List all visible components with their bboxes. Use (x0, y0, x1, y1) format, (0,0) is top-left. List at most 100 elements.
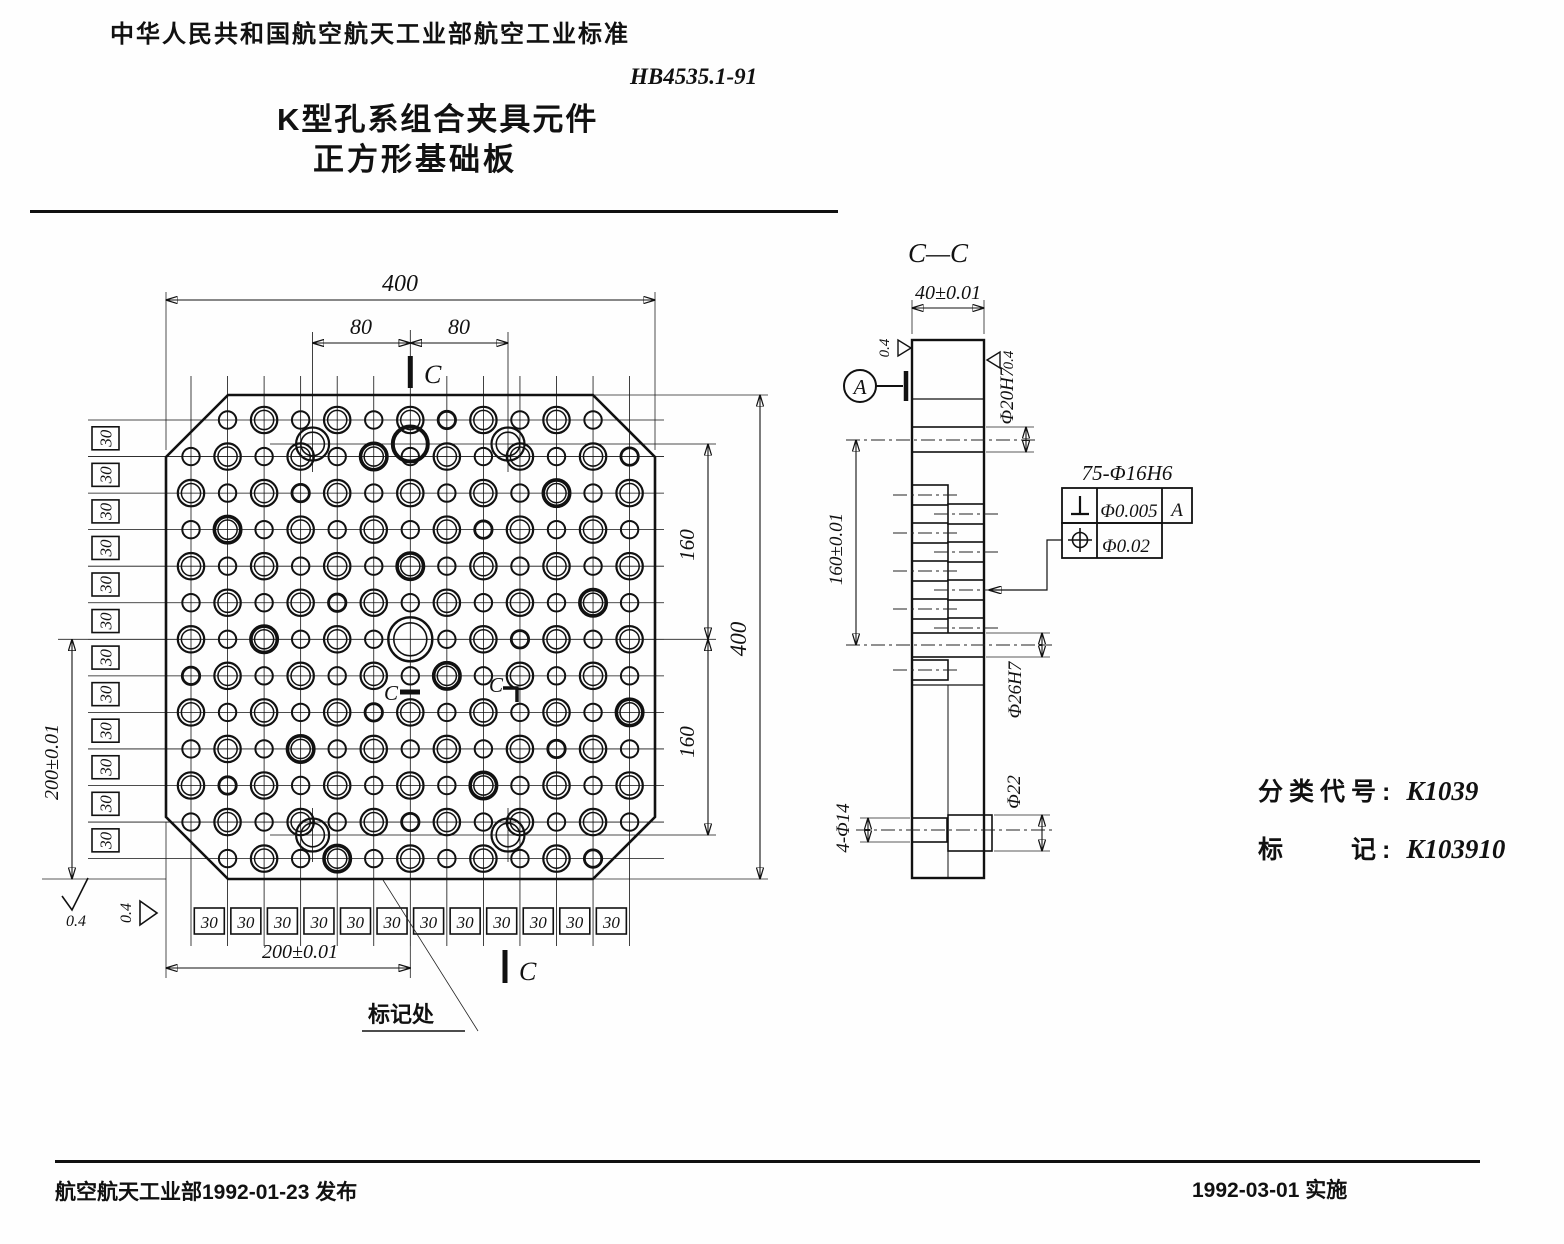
pitch-label-left: 30 (97, 795, 116, 814)
pitch-box-bottom (522, 907, 555, 935)
document-number: HB4535.1-91 (630, 64, 758, 89)
pitch-label-left: 30 (97, 649, 116, 668)
pitch-label-left: 30 (97, 502, 116, 521)
pitch-box-left (91, 499, 120, 524)
roughness-left: 0.4 (877, 338, 893, 357)
standard-header: 中华人民共和国航空航天工业部航空工业标准 (110, 21, 630, 48)
marking-note: 标记处 (368, 1002, 434, 1027)
pitch-label-left: 30 (97, 539, 116, 558)
pitch-box-left (91, 828, 120, 853)
pitch-box-bottom (412, 907, 445, 935)
dim-160-upper: 160 (675, 529, 699, 561)
pitch-label-bottom: 30 (309, 913, 328, 932)
roughness-symbol-right (985, 350, 1001, 370)
roughness-symbol-left (897, 338, 913, 358)
marking-label: 标 记: (1258, 836, 1397, 864)
roughness-value-2: 0.4 (118, 903, 135, 923)
pitch-label-bottom: 30 (419, 913, 438, 932)
pitch-label-bottom: 30 (602, 913, 621, 932)
section-letter-bottom: C (519, 957, 537, 986)
roughness-value-1: 0.4 (66, 913, 86, 930)
dim-phi20: Φ20H7 (997, 366, 1018, 424)
title-rule (30, 210, 838, 213)
pitch-label-left: 30 (97, 576, 116, 595)
pitch-box-left (91, 535, 120, 561)
pitch-box-left (91, 754, 120, 780)
classification-block: 分类代号:K1039 标 记:K103910 (1258, 772, 1505, 888)
pitch-label-bottom: 30 (565, 913, 584, 932)
pitch-label-bottom: 30 (529, 913, 548, 932)
pitch-label-bottom: 30 (200, 913, 219, 932)
hole-slot-phi20 (911, 426, 985, 453)
roughness-symbol-2 (139, 899, 159, 927)
dim-200-left: 200±0.01 (41, 724, 63, 800)
drawing-title-line1: K型孔系组合夹具元件 (277, 102, 599, 137)
pitch-label-bottom: 30 (346, 913, 365, 932)
section-letter-mid-left: C (384, 681, 399, 705)
pitch-label-left: 30 (97, 722, 116, 741)
pitch-label-bottom: 30 (236, 913, 255, 932)
pitch-label-bottom: 30 (456, 913, 475, 932)
roughness-symbol-1 (61, 877, 89, 912)
pitch-box-bottom (376, 907, 408, 935)
pitch-box-bottom (230, 907, 262, 935)
footer-effective: 1992-03-01 实施 (1192, 1179, 1348, 1202)
pitch-box-bottom (193, 907, 226, 935)
datum-label: A (852, 375, 867, 399)
pitch-box-bottom (339, 907, 372, 935)
section-letter-top: C (424, 360, 442, 389)
pitch-box-left (91, 718, 120, 744)
pitch-label-bottom: 30 (492, 913, 511, 932)
hole-grid-centerlines (88, 376, 664, 946)
classification-code-value: K1039 (1406, 776, 1479, 806)
drawing-title-line2: 正方形基础板 (313, 142, 517, 177)
tolerance-note: 75-Φ16H6 (1082, 461, 1173, 485)
pitch-box-bottom (303, 907, 335, 935)
frame-row1-value: Φ0.005 (1100, 501, 1157, 522)
frame-row1-datum: A (1169, 500, 1183, 521)
pitch-box-left (91, 681, 120, 707)
special-centerlines (270, 330, 716, 862)
dim-160-section: 160±0.01 (826, 513, 847, 585)
dim-80-left: 80 (350, 314, 372, 339)
footer-rule (55, 1160, 1480, 1163)
pitch-dimension-boxes: 30 30 30 30 30 30 30 30 30 30 30 30 30 30 30 30 30 30 30 30… (91, 425, 628, 935)
pitch-box-left (91, 572, 120, 597)
tolerance-leader (989, 539, 1062, 590)
pitch-box-left (91, 425, 120, 451)
pitch-box-bottom (266, 907, 299, 935)
pitch-label-bottom: 30 (383, 913, 402, 932)
pitch-label-left: 30 (97, 758, 116, 777)
dim-200-bottom: 200±0.01 (262, 941, 338, 963)
frame-row2-value: Φ0.02 (1102, 536, 1150, 557)
pitch-box-left (91, 791, 120, 817)
dim-160-lower: 160 (675, 726, 699, 758)
dim-400-right: 400 (726, 621, 751, 656)
pitch-box-bottom (595, 907, 628, 935)
hole-pattern (176, 405, 645, 874)
position-symbol-icon (1068, 528, 1092, 552)
section-letter-mid-right: C (489, 673, 504, 697)
pitch-box-left (91, 462, 120, 488)
section-jog-mark-right (503, 686, 519, 702)
dim-80-right: 80 (448, 314, 470, 339)
dim-width-top: 400 (382, 271, 418, 297)
dim-phi26: Φ26H7 (1005, 660, 1026, 718)
footer-issued: 航空航天工业部1992-01-23 发布 (55, 1181, 358, 1204)
pitch-label-left: 30 (97, 831, 116, 850)
pitch-box-bottom (449, 907, 481, 935)
section-title: C—C (908, 238, 969, 268)
classification-code-label: 分类代号: (1258, 778, 1397, 806)
pitch-label-left: 30 (97, 429, 116, 448)
pitch-label-left: 30 (97, 685, 116, 704)
dim-phi22: Φ22 (1004, 775, 1025, 809)
pitch-label-left: 30 (97, 612, 116, 631)
pitch-box-bottom (485, 907, 518, 935)
roughness-right: 0.4 (1001, 350, 1017, 369)
perpendicularity-symbol-icon (1071, 496, 1089, 516)
pitch-label-left: 30 (97, 466, 116, 485)
dim-thickness: 40±0.01 (915, 282, 981, 304)
pitch-label-bottom: 30 (273, 913, 292, 932)
